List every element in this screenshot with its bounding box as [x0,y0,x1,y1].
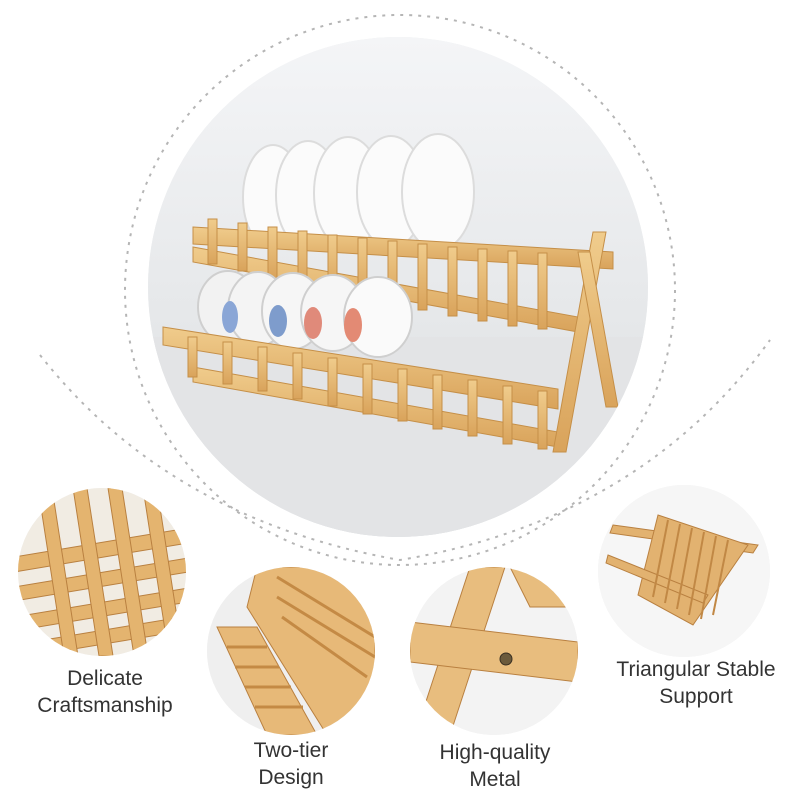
caption-line: Craftsmanship [37,694,173,717]
feature-photo-craftsmanship [18,488,186,656]
screw-icon [499,652,513,666]
feature-caption-triangular: Triangular Stable Support [596,656,796,710]
feature-caption-two-tier: Two-tier Design [196,737,386,791]
hero-product-photo [148,37,648,537]
caption-line: Two-tier [253,739,329,762]
caption-line: Metal [469,768,521,791]
feature-photo-metal [410,567,578,735]
caption-line: Delicate [67,667,143,690]
feature-caption-craftsmanship: Delicate Craftsmanship [10,665,200,719]
caption-line: Support [659,685,733,708]
caption-line: High-quality [439,741,551,764]
caption-line: Design [258,766,324,789]
lower-rack [162,231,619,453]
feature-photo-two-tier [207,567,375,735]
feature-photo-triangular [598,485,770,657]
feature-caption-metal: High-quality Metal [400,739,590,793]
bowls [197,270,413,358]
caption-line: Triangular Stable [616,658,776,681]
plates [242,133,475,251]
